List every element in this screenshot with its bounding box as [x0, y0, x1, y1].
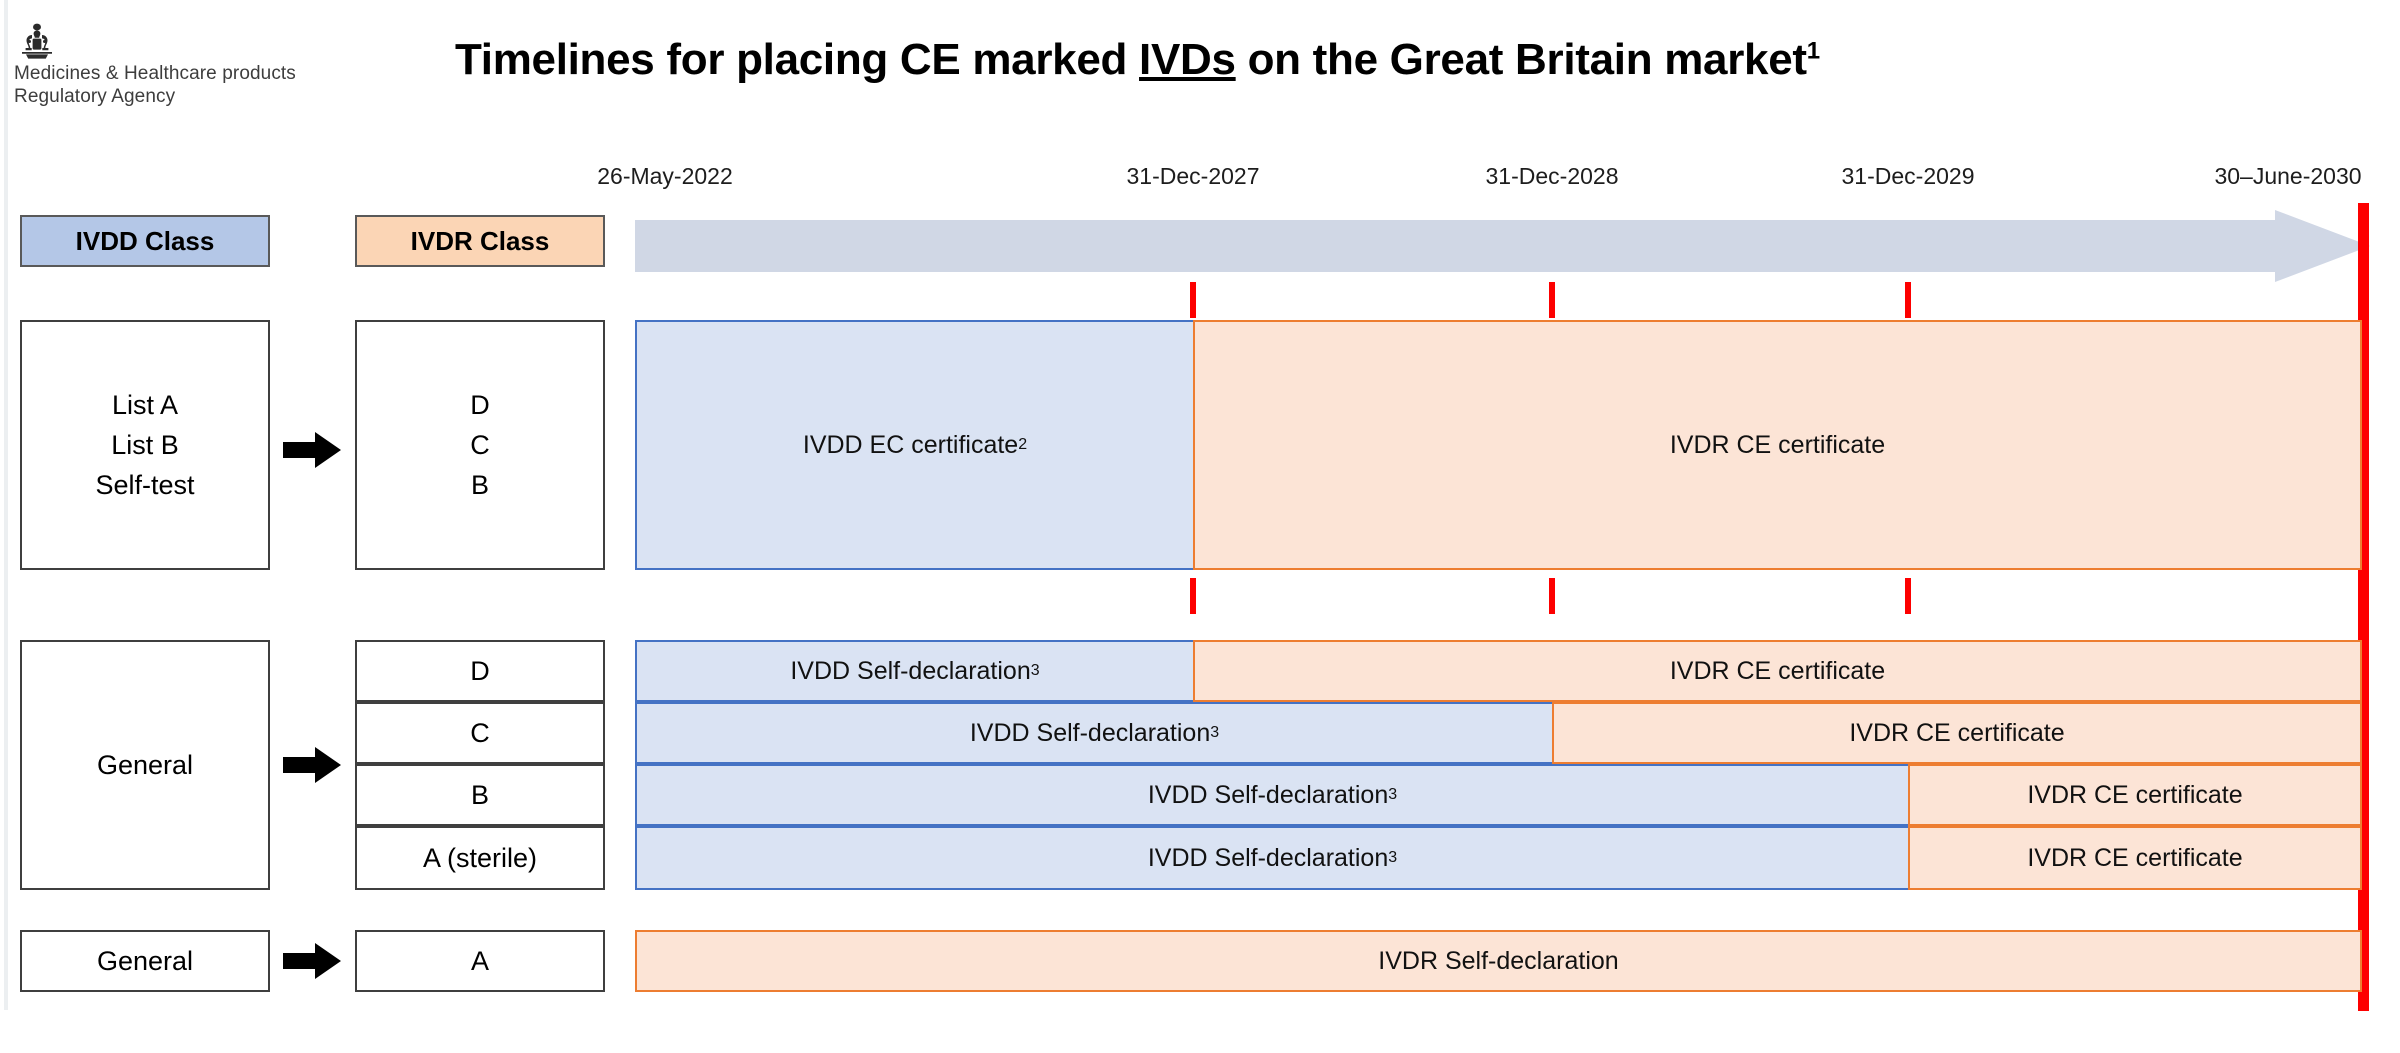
group2-ivdd-box: General	[20, 640, 270, 890]
axis-tick-2: 31-Dec-2028	[1485, 163, 1619, 189]
bar-r1-ivdr-label: IVDR CE certificate	[1669, 430, 1886, 459]
page-title: Timelines for placing CE marked IVDs on …	[455, 34, 2385, 86]
group2-ivdr-row-B: B	[355, 764, 605, 826]
bar-r4-ivdr-label: IVDR CE certificate	[2027, 780, 2243, 809]
legend-ivdd-label: IVDD Class	[75, 225, 215, 256]
left-edge-rule	[4, 0, 8, 1010]
group2-ivdr-label-B: B	[470, 779, 489, 810]
title-part-2: on the Great Britain market	[1235, 35, 1807, 84]
dash-2028-top-g1	[1549, 282, 1555, 318]
axis-tick-0: 26-May-2022	[597, 163, 733, 189]
right-arrow-icon	[283, 432, 341, 468]
group3-ivdd-label: General	[96, 946, 194, 976]
bar-r1-ivdd-label: IVDD EC certificate	[802, 430, 1019, 459]
title-footnote-marker: 1	[1806, 37, 1820, 65]
bar-r5-ivdd-label: IVDD Self-declaration	[1147, 843, 1389, 872]
royal-crest-icon	[22, 23, 52, 59]
bar-r1-ivdr: IVDR CE certificate	[1193, 320, 2362, 570]
group1-ivdr-label: D C B	[470, 390, 490, 500]
bar-r5-ivdr-label: IVDR CE certificate	[2027, 843, 2243, 872]
right-arrow-icon	[283, 943, 341, 979]
bar-r6-ivdr: IVDR Self-declaration	[635, 930, 2362, 992]
bar-r5-ivdr: IVDR CE certificate	[1908, 826, 2362, 890]
dash-2027-mid	[1190, 578, 1196, 614]
bar-r2-ivdr-label: IVDR CE certificate	[1669, 656, 1886, 685]
group3-ivdd-box: General	[20, 930, 270, 992]
group1-ivdd-box: List A List B Self-test	[20, 320, 270, 570]
title-part-1: Timelines for placing CE marked	[455, 35, 1140, 84]
legend-ivdr-class: IVDR Class	[355, 215, 605, 267]
group2-ivdr-row-C: C	[355, 702, 605, 764]
group2-ivdr-label-D: D	[470, 655, 490, 686]
legend-ivdd-class: IVDD Class	[20, 215, 270, 267]
dash-2029-top-g1	[1905, 282, 1911, 318]
group2-arrow-icon	[283, 745, 341, 785]
axis-tick-3: 31-Dec-2029	[1841, 163, 1975, 189]
group2-ivdd-label: General	[96, 750, 194, 780]
timeline-arrow-shape	[635, 210, 2370, 282]
dash-2027-top-g1	[1190, 282, 1196, 318]
bar-r4-ivdd-label: IVDD Self-declaration	[1147, 780, 1389, 809]
dash-2028-mid	[1549, 578, 1555, 614]
org-line-1: Medicines & Healthcare products	[14, 63, 296, 84]
bar-r3-ivdr-label: IVDR CE certificate	[1849, 718, 2065, 747]
axis-tick-1: 31-Dec-2027	[1126, 163, 1260, 189]
group1-ivdd-label: List A List B Self-test	[95, 390, 195, 500]
group1-arrow-icon	[283, 430, 341, 470]
bar-r3-ivdr: IVDR CE certificate	[1552, 702, 2362, 764]
axis-tick-4: 30–June-2030	[2214, 163, 2362, 189]
timeline-end-marker	[2358, 203, 2369, 1011]
group3-ivdr-box: A	[355, 930, 605, 992]
timeline-arrow	[635, 210, 2370, 282]
org-line-2: Regulatory Agency	[14, 86, 176, 107]
timeline-axis-labels: 26-May-2022 31-Dec-2027 31-Dec-2028 31-D…	[0, 163, 2400, 197]
bar-r2-ivdd-label: IVDD Self-declaration	[790, 656, 1031, 685]
group1-ivdr-box: D C B	[355, 320, 605, 570]
group2-ivdr-label-C: C	[470, 717, 490, 748]
bar-r4-ivdr: IVDR CE certificate	[1908, 764, 2362, 826]
mhra-logo: Medicines & Healthcare products Regulato…	[14, 22, 444, 108]
right-arrow-icon	[283, 747, 341, 783]
group2-ivdr-label-A-sterile: A (sterile)	[422, 842, 538, 873]
bar-r2-ivdr: IVDR CE certificate	[1193, 640, 2362, 702]
dash-2029-mid	[1905, 578, 1911, 614]
bar-r6-ivdr-label: IVDR Self-declaration	[1378, 946, 1619, 975]
group2-ivdr-row-A-sterile: A (sterile)	[355, 826, 605, 890]
title-underlined-ivds: IVDs	[1139, 35, 1236, 84]
group2-ivdr-row-D: D	[355, 640, 605, 702]
legend-ivdr-label: IVDR Class	[410, 225, 550, 256]
bar-r3-ivdd-label: IVDD Self-declaration	[969, 718, 1211, 747]
group3-ivdr-label: A	[470, 946, 489, 976]
group3-arrow-icon	[283, 941, 341, 981]
